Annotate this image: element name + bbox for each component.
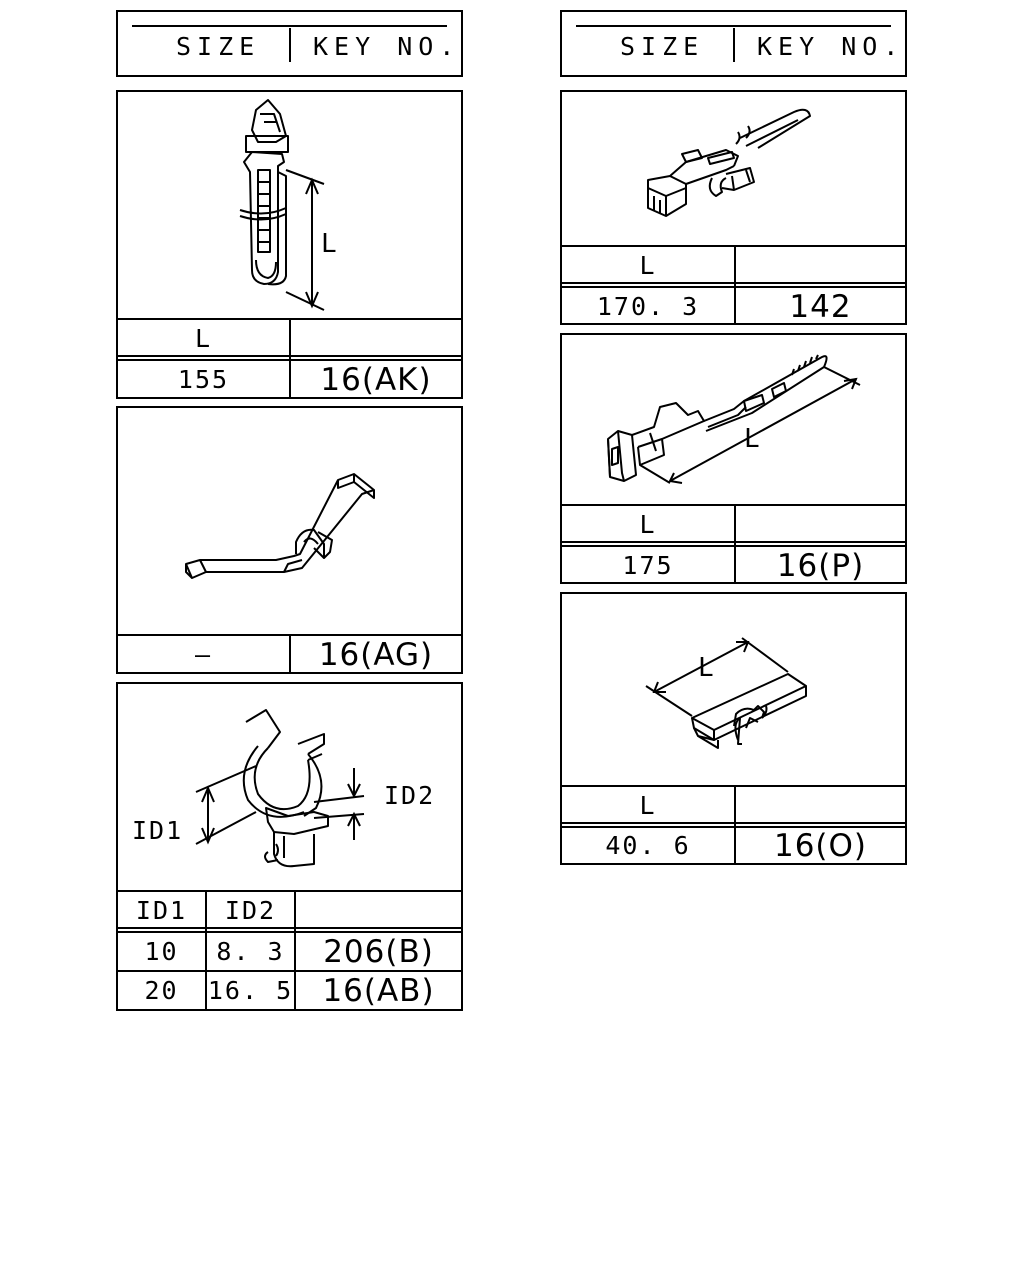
table-col-divider <box>734 785 736 863</box>
size-column-header: L <box>639 251 657 280</box>
left-header: SIZE KEY NO. <box>116 10 463 77</box>
table-rule <box>562 826 905 828</box>
size-value: 155 <box>177 365 230 394</box>
table-rule <box>118 970 461 972</box>
right-header: SIZE KEY NO. <box>560 10 907 77</box>
size-value: — <box>194 640 213 669</box>
id1-value: 20 <box>144 976 179 1005</box>
key-number: 16(AB) <box>322 973 435 1009</box>
table-rule <box>562 822 905 824</box>
table-rule <box>118 890 461 892</box>
table-rule <box>562 541 905 543</box>
part-panel-hose-clamp: ID1 ID2 ID1 ID2 10 8. 3 206(B) 20 16. 5 … <box>116 682 463 1011</box>
size-value: 175 <box>622 551 674 580</box>
plate-clip-drawing: L <box>645 637 807 749</box>
table-rule <box>562 282 905 284</box>
header-divider <box>289 28 291 62</box>
header-key-label: KEY NO. <box>757 32 905 61</box>
id2-column-header: ID2 <box>224 896 277 925</box>
key-number: 16(P) <box>776 548 865 584</box>
table-rule <box>562 245 905 247</box>
part-panel-16p: L L 175 16(P) <box>560 333 907 584</box>
header-size-label: SIZE <box>176 32 261 61</box>
part-panel-16ak: L L 155 16(AK) <box>116 90 463 399</box>
table-rule <box>118 927 461 929</box>
id1-value: 10 <box>144 937 179 966</box>
header-rule <box>132 25 447 27</box>
header-size-label: SIZE <box>620 32 705 61</box>
key-number: 16(AK) <box>320 362 432 398</box>
cable-tie-clip-drawing: L <box>239 99 337 311</box>
header-key-label: KEY NO. <box>313 32 461 61</box>
dimension-id1-label: ID1 <box>132 816 183 845</box>
size-column-header: L <box>639 791 657 820</box>
table-rule <box>562 286 905 288</box>
flat-clip-drawing <box>185 473 375 579</box>
key-number: 16(AG) <box>318 637 434 673</box>
size-value: 170. 3 <box>596 292 700 321</box>
header-rule <box>576 25 891 27</box>
part-panel-16ag: — 16(AG) <box>116 406 463 674</box>
table-col-divider <box>205 890 207 1009</box>
table-rule <box>562 545 905 547</box>
serrated-tie-clip-drawing: L <box>607 354 861 484</box>
size-column-header: L <box>639 510 657 539</box>
size-value: 40. 6 <box>605 831 691 860</box>
part-panel-16o: L L 40. 6 16(O) <box>560 592 907 865</box>
size-column-header: L <box>194 324 213 353</box>
table-col-divider <box>289 634 291 672</box>
part-panel-142: L 170. 3 142 <box>560 90 907 325</box>
table-rule <box>118 931 461 933</box>
id1-column-header: ID1 <box>135 896 188 925</box>
table-col-divider <box>734 504 736 582</box>
dimension-l-label: L <box>744 424 760 454</box>
hose-clamp-drawing: ID1 ID2 <box>132 709 435 868</box>
table-rule <box>562 504 905 506</box>
dimension-l-label: L <box>698 653 714 683</box>
dimension-id2-label: ID2 <box>384 781 435 810</box>
table-rule <box>562 785 905 787</box>
key-number: 142 <box>789 289 852 325</box>
id2-value: 16. 5 <box>207 976 294 1005</box>
id2-value: 8. 3 <box>216 937 285 966</box>
table-col-divider <box>289 318 291 397</box>
table-col-divider <box>734 245 736 323</box>
long-tie-clip-drawing <box>647 108 811 217</box>
header-divider <box>733 28 735 62</box>
key-number: 16(O) <box>773 828 868 864</box>
dimension-l-label: L <box>321 229 337 259</box>
table-col-divider <box>294 890 296 1009</box>
key-number: 206(B) <box>323 934 434 970</box>
